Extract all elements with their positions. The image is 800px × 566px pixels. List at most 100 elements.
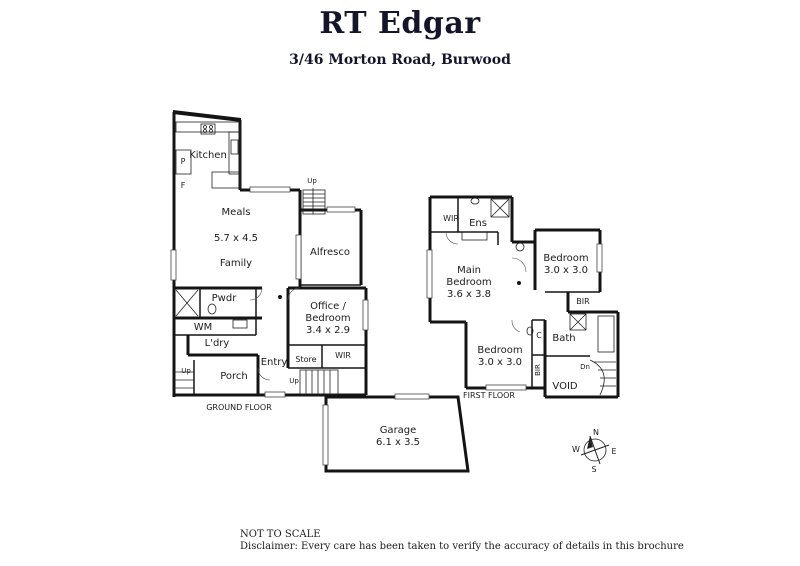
scale-note: NOT TO SCALE — [240, 529, 321, 540]
room-dim-main: 3.6 x 3.8 — [447, 289, 491, 300]
room-label-wir-first: WIR — [443, 214, 459, 223]
room-label-store: Store — [295, 355, 316, 364]
compass-rose: N S E W — [572, 428, 616, 474]
kitchen-island — [211, 171, 241, 189]
door-swing-entry — [257, 367, 271, 381]
void-stair-curve — [589, 359, 605, 396]
room-label-entry: Entry — [261, 357, 288, 368]
room-label-bath: Bath — [552, 333, 575, 344]
stair-block — [299, 369, 339, 395]
toilet-icon — [526, 326, 534, 336]
burner-icon — [209, 129, 213, 133]
agency-title: RT Edgar — [319, 6, 481, 41]
ground-floor-plan: Kitchen P F Meals 5.7 x 4.5 Family Alfre… — [170, 110, 369, 412]
shower-cross — [175, 289, 199, 317]
hall-marker — [278, 295, 282, 299]
window-office-east — [362, 299, 369, 331]
bath-shower — [569, 313, 587, 331]
room-dim-garage: 6.1 x 3.5 — [376, 437, 420, 448]
footer-notes: NOT TO SCALE Disclaimer: Every care has … — [240, 529, 684, 553]
room-label-pwdr: Pwdr — [212, 293, 238, 304]
room-label-meals: Meals — [222, 207, 251, 218]
door-swing-wir — [445, 231, 459, 245]
room-label-ensuite: Ens — [469, 218, 487, 229]
room-label-garage: Garage — [380, 425, 417, 436]
door-swing-bed2 — [511, 257, 527, 273]
window-main-west — [426, 249, 433, 299]
kitchen-bench-east — [228, 131, 241, 175]
room-label-wir-ground: WIR — [335, 351, 351, 360]
room-label-bedroom-3: Bedroom — [477, 345, 522, 356]
window-bed2-east — [596, 243, 603, 273]
floor-label-first: FIRST FLOOR — [463, 391, 515, 400]
door-swing-pwdr — [249, 287, 263, 301]
room-label-laundry: L'dry — [205, 338, 230, 349]
window-meals-north — [249, 186, 291, 193]
stairs-porch — [174, 371, 194, 389]
stairs-alfresco — [302, 188, 326, 215]
room-dim-meals: 5.7 x 4.5 — [214, 233, 258, 244]
door-swing-office — [287, 287, 301, 301]
stairs-store — [299, 369, 339, 395]
burner-icon — [209, 125, 213, 129]
toilet-icon — [515, 242, 525, 252]
room-label-main-bedroom: Bedroom — [446, 277, 491, 288]
cooktop-icon — [200, 123, 216, 135]
room-label-bedroom-2: Bedroom — [543, 253, 588, 264]
shower-cross — [569, 313, 587, 331]
window-family-west — [170, 249, 177, 281]
ground-top-wall — [173, 110, 241, 122]
pantry-box — [175, 149, 192, 175]
garage-door — [322, 404, 329, 466]
compass-north-arrow-icon — [587, 436, 593, 449]
room-label-kitchen: Kitchen — [189, 150, 227, 161]
room-label-linen-c: C — [536, 331, 542, 340]
compass-s: S — [591, 465, 596, 474]
stair-label-up-porch: Up — [181, 367, 191, 375]
compass-w: W — [572, 445, 580, 454]
sliding-door-alfresco — [295, 234, 302, 280]
room-label-alfresco: Alfresco — [310, 247, 350, 258]
room-dim-bedroom-2: 3.0 x 3.0 — [544, 265, 588, 276]
ens-shower — [490, 198, 510, 218]
window-entry-south — [264, 391, 286, 398]
room-label-void: VOID — [552, 381, 577, 392]
window-bed3-south — [485, 384, 527, 391]
toilet-icon — [470, 197, 480, 205]
room-label-fridge: F — [181, 181, 186, 190]
room-label-bir-top: BIR — [576, 297, 590, 306]
property-address: 3/46 Morton Road, Burwood — [289, 52, 511, 68]
garage-window — [394, 393, 430, 400]
kitchen-bench-top — [175, 121, 241, 133]
room-label-wm: WM — [194, 322, 213, 333]
compass-n: N — [593, 428, 599, 437]
stair-label-up-alfresco: Up — [307, 177, 317, 185]
laundry-tub-icon — [232, 319, 248, 329]
floor-label-ground: GROUND FLOOR — [206, 403, 272, 412]
burner-icon — [203, 125, 207, 129]
window-alfresco-north — [326, 206, 356, 213]
ens-vanity — [461, 231, 488, 241]
room-label-porch: Porch — [220, 371, 248, 382]
room-dim-bedroom-3: 3.0 x 3.0 — [478, 357, 522, 368]
toilet-icon — [207, 303, 217, 315]
room-label-family: Family — [220, 258, 252, 269]
burner-icon — [203, 129, 207, 133]
compass-ew-axis — [580, 444, 610, 456]
room-label-bir-side: BIR — [534, 364, 542, 376]
shower-cross — [490, 198, 510, 218]
compass-ring — [583, 438, 607, 462]
room-label-office-bedroom: Bedroom — [305, 313, 350, 324]
room-label-pantry: P — [181, 157, 186, 166]
bathtub-icon — [597, 315, 615, 353]
door-swing-main — [511, 319, 521, 333]
disclaimer: Disclaimer: Every care has been taken to… — [240, 541, 684, 552]
stair-label-dn: Dn — [580, 363, 590, 371]
room-dim-office: 3.4 x 2.9 — [306, 325, 350, 336]
room-label-office: Office / — [310, 301, 346, 312]
garage-plan: Garage 6.1 x 3.5 — [322, 393, 470, 473]
compass-e: E — [611, 447, 616, 456]
sink-icon — [230, 139, 239, 155]
first-floor-plan: WIR Ens Main Bedroom 3.6 x 3.8 Bedroom 3… — [426, 195, 620, 400]
